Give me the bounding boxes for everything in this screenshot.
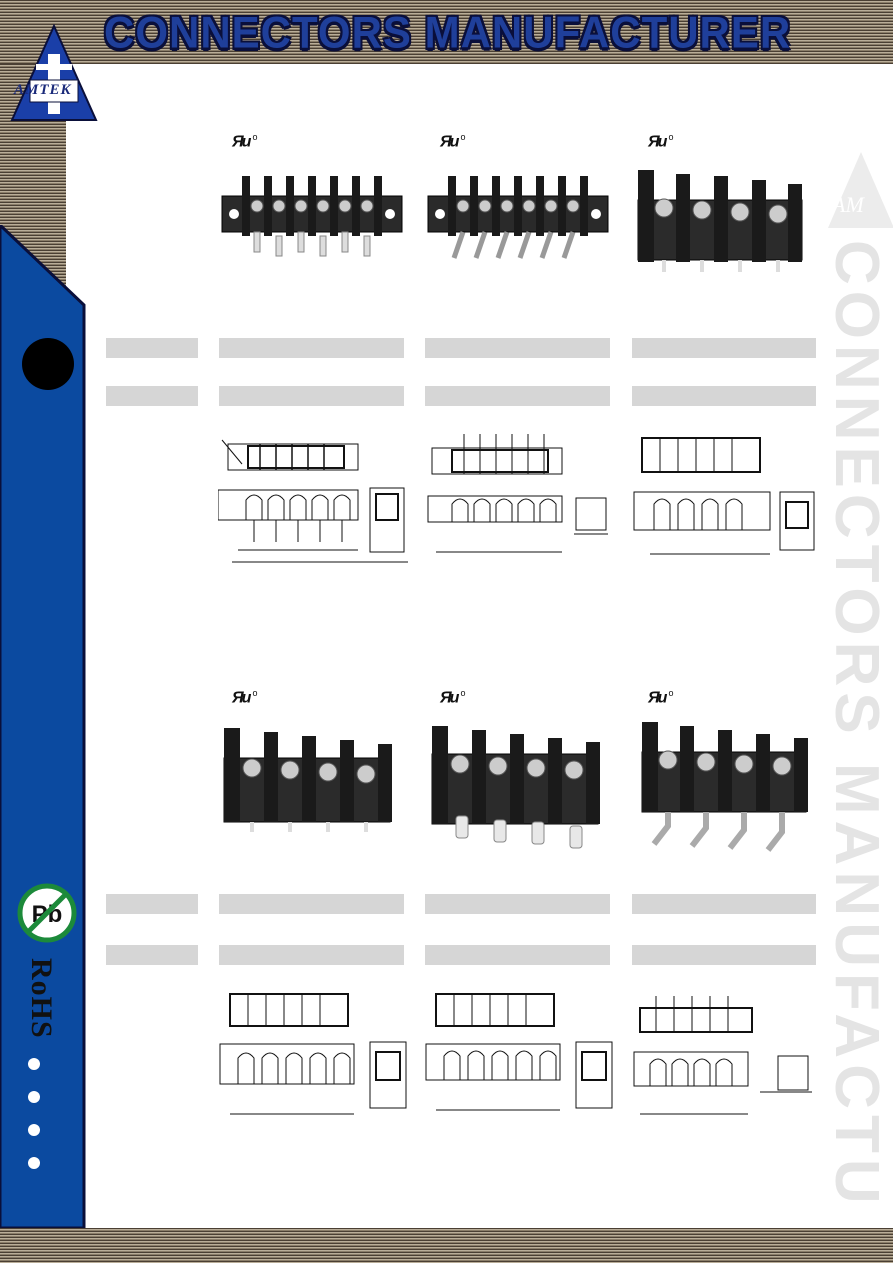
dimension-drawing (633, 996, 812, 1115)
no-lead-icon: Pb (17, 883, 77, 943)
spec-bar-label (106, 386, 198, 406)
barrier-terminal-4pos-tab-pins-photo (431, 726, 600, 849)
spec-bar (219, 894, 404, 914)
barrier-terminal-4pos-right-angle-photo (641, 722, 808, 852)
sidebar-bullet (28, 1058, 40, 1070)
spec-bar (632, 386, 816, 406)
barrier-terminal-4pos-high-wall-photo (637, 170, 803, 272)
rohs-label: RoHS (25, 958, 58, 1039)
spec-bar (425, 945, 610, 965)
barrier-terminal-6pos-flanged-straight-photo (221, 176, 403, 257)
section-marker-circle (22, 338, 74, 390)
spec-bar (425, 338, 610, 358)
sidebar-bullet (28, 1157, 40, 1169)
logo-wordmark: AMTEK (14, 82, 72, 98)
spec-bar (632, 945, 816, 965)
watermark-logo: AM (828, 152, 893, 228)
dimension-drawing (633, 437, 815, 555)
header-stripe-band (0, 0, 893, 64)
dimension-drawing (219, 993, 407, 1115)
spec-bar (219, 945, 404, 965)
watermark-text: CONNECTORS MANUFACTURE (822, 240, 891, 1200)
dimension-drawing (427, 434, 608, 553)
dimension-drawing (218, 439, 408, 563)
spec-bar-label (106, 945, 198, 965)
spec-bar (219, 386, 404, 406)
page-title: CONNECTORS MANUFACTURER (104, 7, 792, 58)
amtek-logo (10, 24, 98, 121)
sidebar-panel (0, 225, 86, 1228)
footer-stripe-band (0, 1228, 893, 1263)
spec-bar (632, 338, 816, 358)
spec-bar (425, 386, 610, 406)
sidebar-bullet (28, 1124, 40, 1136)
spec-bar-label (106, 338, 198, 358)
barrier-terminal-6pos-flanged-angled-photo (427, 176, 609, 259)
spec-bar (219, 338, 404, 358)
sidebar-bullet (28, 1091, 40, 1103)
spec-bar (425, 894, 610, 914)
spec-bar (632, 894, 816, 914)
barrier-terminal-4pos-high-wall-photo (223, 728, 392, 832)
dimension-drawing (425, 993, 613, 1111)
spec-bar-label (106, 894, 198, 914)
svg-text:AM: AM (830, 192, 865, 217)
